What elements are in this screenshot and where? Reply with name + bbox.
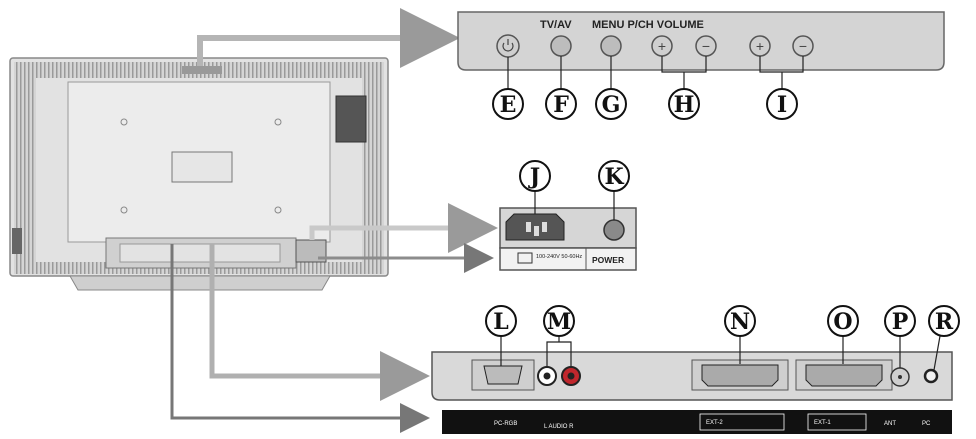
svg-text:E: E bbox=[500, 92, 517, 118]
callout-r: R bbox=[928, 305, 960, 337]
power-icon bbox=[502, 42, 514, 52]
callout-f: F bbox=[545, 88, 577, 120]
strip-ext2: EXT-2 bbox=[706, 420, 723, 426]
label-strip: PC-RGB L AUDIO R EXT-2 EXT-1 ANT PC bbox=[442, 410, 952, 434]
svg-text:H: H bbox=[674, 92, 695, 118]
menu-pch-volume-label: MENU P/CH VOLUME bbox=[592, 19, 704, 31]
svg-text:I: I bbox=[777, 92, 787, 118]
svg-text:F: F bbox=[553, 92, 569, 118]
power-button[interactable] bbox=[496, 34, 520, 58]
svg-text:M: M bbox=[547, 309, 571, 335]
headphone-jack[interactable] bbox=[923, 368, 939, 384]
svg-text:J: J bbox=[528, 164, 540, 190]
scart-ext2-port[interactable] bbox=[701, 364, 779, 387]
control-panel: TV/AV MENU P/CH VOLUME + − + − bbox=[457, 11, 945, 90]
power-label: POWER bbox=[592, 255, 624, 265]
menu-button[interactable] bbox=[600, 35, 622, 57]
tvav-button[interactable] bbox=[550, 35, 572, 57]
callout-l: L bbox=[485, 305, 517, 337]
tvav-label: TV/AV bbox=[540, 19, 572, 31]
plus-icon: + bbox=[658, 38, 666, 54]
svg-text:K: K bbox=[604, 164, 624, 190]
strip-pc: PC bbox=[922, 421, 931, 427]
connector-arrows bbox=[170, 8, 498, 433]
power-socket-icon bbox=[517, 252, 533, 264]
svg-text:G: G bbox=[602, 92, 621, 118]
strip-pc-rgb: PC-RGB bbox=[494, 421, 517, 427]
strip-ext1: EXT-1 bbox=[814, 420, 831, 426]
callout-e: E bbox=[492, 88, 524, 120]
vga-port[interactable] bbox=[483, 365, 523, 385]
power-rating: 100-240V 50-60Hz bbox=[536, 254, 582, 260]
connector-panel bbox=[431, 335, 953, 401]
callout-h: H bbox=[668, 88, 700, 120]
svg-text:P: P bbox=[892, 309, 909, 335]
strip-ant: ANT bbox=[884, 421, 896, 427]
callout-p: P bbox=[884, 305, 916, 337]
minus-icon: − bbox=[702, 38, 710, 54]
svg-text:N: N bbox=[730, 309, 750, 335]
power-block: 100-240V 50-60Hz POWER bbox=[499, 190, 637, 271]
svg-text:R: R bbox=[935, 309, 954, 335]
callouts: E F G H I J K L M N O P R bbox=[485, 88, 960, 337]
scart-ext1-port[interactable] bbox=[805, 364, 883, 387]
callout-i: I bbox=[766, 88, 798, 120]
strip-audio: L AUDIO R bbox=[544, 424, 574, 430]
callout-n: N bbox=[724, 305, 756, 337]
callout-j: J bbox=[519, 160, 551, 192]
power-switch[interactable] bbox=[603, 219, 625, 241]
svg-text:O: O bbox=[833, 309, 852, 335]
svg-text:L: L bbox=[493, 309, 508, 335]
callout-g: G bbox=[595, 88, 627, 120]
callout-o: O bbox=[827, 305, 859, 337]
minus-icon: − bbox=[799, 38, 807, 54]
callout-k: K bbox=[598, 160, 630, 192]
callout-m: M bbox=[543, 305, 575, 337]
plus-icon: + bbox=[756, 38, 764, 54]
tv-body bbox=[9, 57, 389, 291]
